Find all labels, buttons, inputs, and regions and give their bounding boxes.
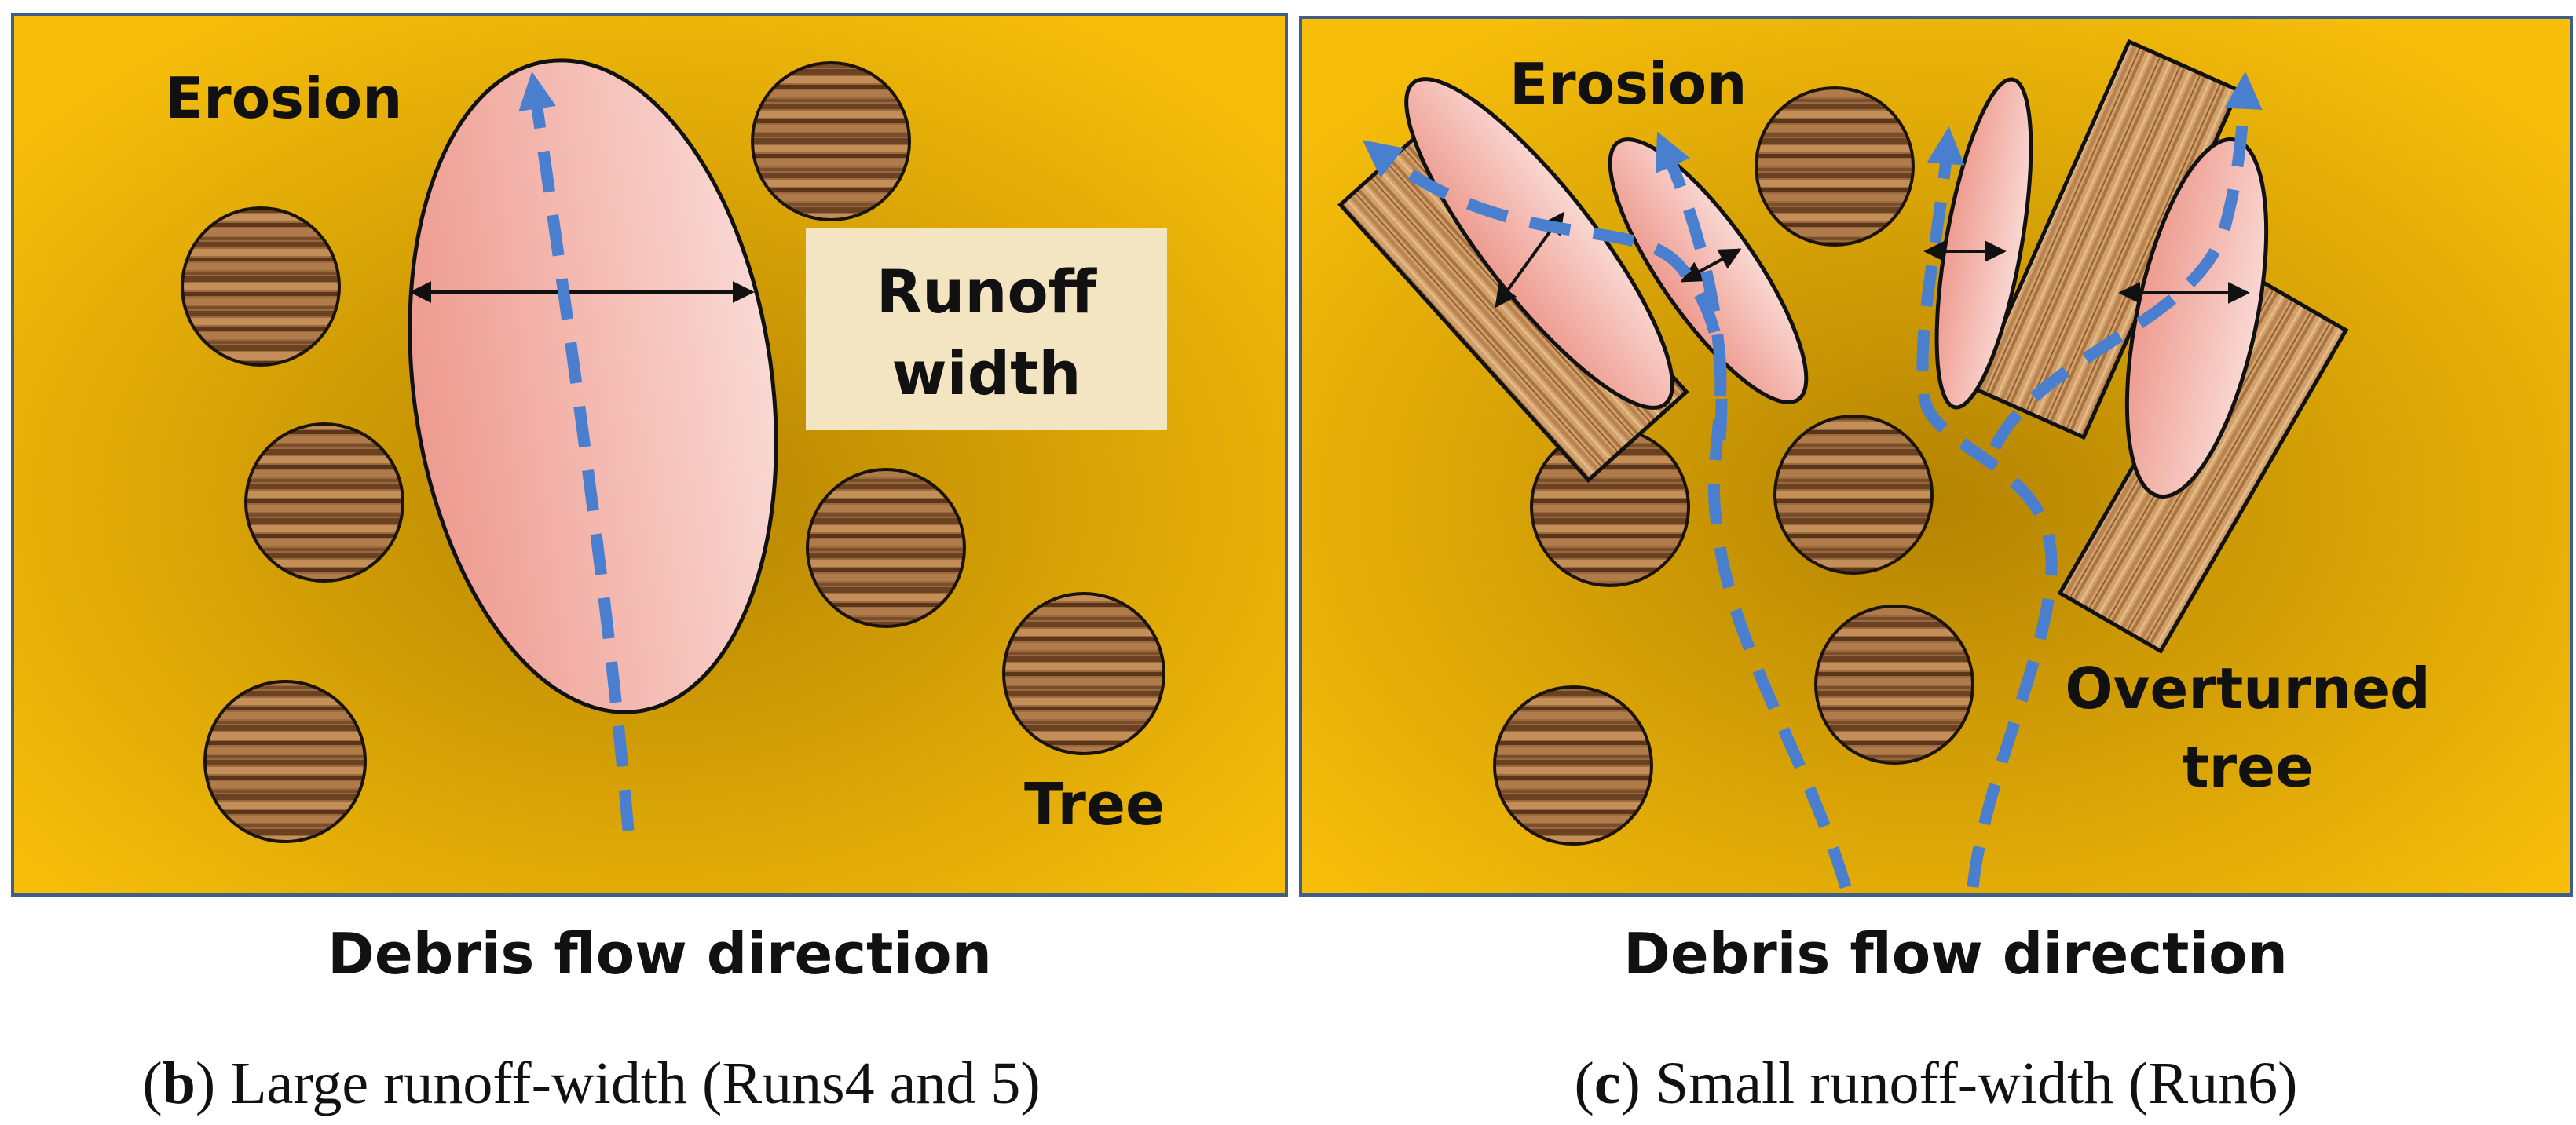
caption-c-text: ) Small runoff-width (Run6) <box>1621 1050 2298 1116</box>
label-runoff-width-line2: width <box>891 338 1081 408</box>
tree-cross-section-icon <box>806 468 966 628</box>
direction-label-b: Debris flow direction <box>327 921 992 987</box>
caption-c-letter: c <box>1594 1050 1621 1116</box>
width-measure-arrow <box>1680 248 1742 283</box>
tree-cross-section-icon <box>203 680 367 843</box>
caption-b-text: ) Large runoff-width (Runs4 and 5) <box>196 1050 1041 1116</box>
runoff-width-label-box <box>806 228 1167 430</box>
label-erosion: Erosion <box>165 65 402 131</box>
erosion-zone-ellipse <box>2124 137 2269 499</box>
tree-cross-section-icon <box>1814 605 1974 765</box>
flow-path-dashed-arrow <box>1362 140 1852 889</box>
tree-cross-section-icon <box>1773 415 1934 575</box>
tree-cross-section-icon <box>1493 685 1653 846</box>
erosion-zone-ellipse <box>408 58 778 714</box>
tree-cross-section-icon <box>751 61 911 221</box>
caption-c: (c) Small runoff-width (Run6) <box>1575 1050 2298 1116</box>
tree-cross-section-icon <box>244 422 404 583</box>
label-runoff-width-line1: Runoff <box>876 257 1098 327</box>
flow-path-dashed-arrow <box>1989 71 2263 451</box>
tree-cross-section-icon <box>1002 592 1165 755</box>
tree-cross-section-icon <box>181 206 341 367</box>
caption-b-letter: b <box>163 1050 196 1116</box>
panel-c-small-runoff: Erosion Overturned tree Debris flow dire… <box>1299 16 2573 1116</box>
label-overturned-tree-line1: Overturned <box>2065 656 2430 721</box>
caption-b: (b) Large runoff-width (Runs4 and 5) <box>142 1050 1040 1116</box>
label-overturned-tree-line2: tree <box>2182 734 2314 800</box>
panel-b-large-runoff: Erosion Runoff width Tree Debris flow di… <box>11 13 1288 1116</box>
label-erosion: Erosion <box>1509 51 1747 117</box>
flow-path-dashed-arrow <box>1655 131 1728 440</box>
tree-cross-section-icon <box>1755 86 1915 247</box>
label-tree: Tree <box>1024 771 1165 838</box>
flow-path-dashed-arrow <box>1916 126 2058 888</box>
direction-label-c: Debris flow direction <box>1623 921 2288 987</box>
flow-path-dashed-arrow <box>518 71 635 831</box>
